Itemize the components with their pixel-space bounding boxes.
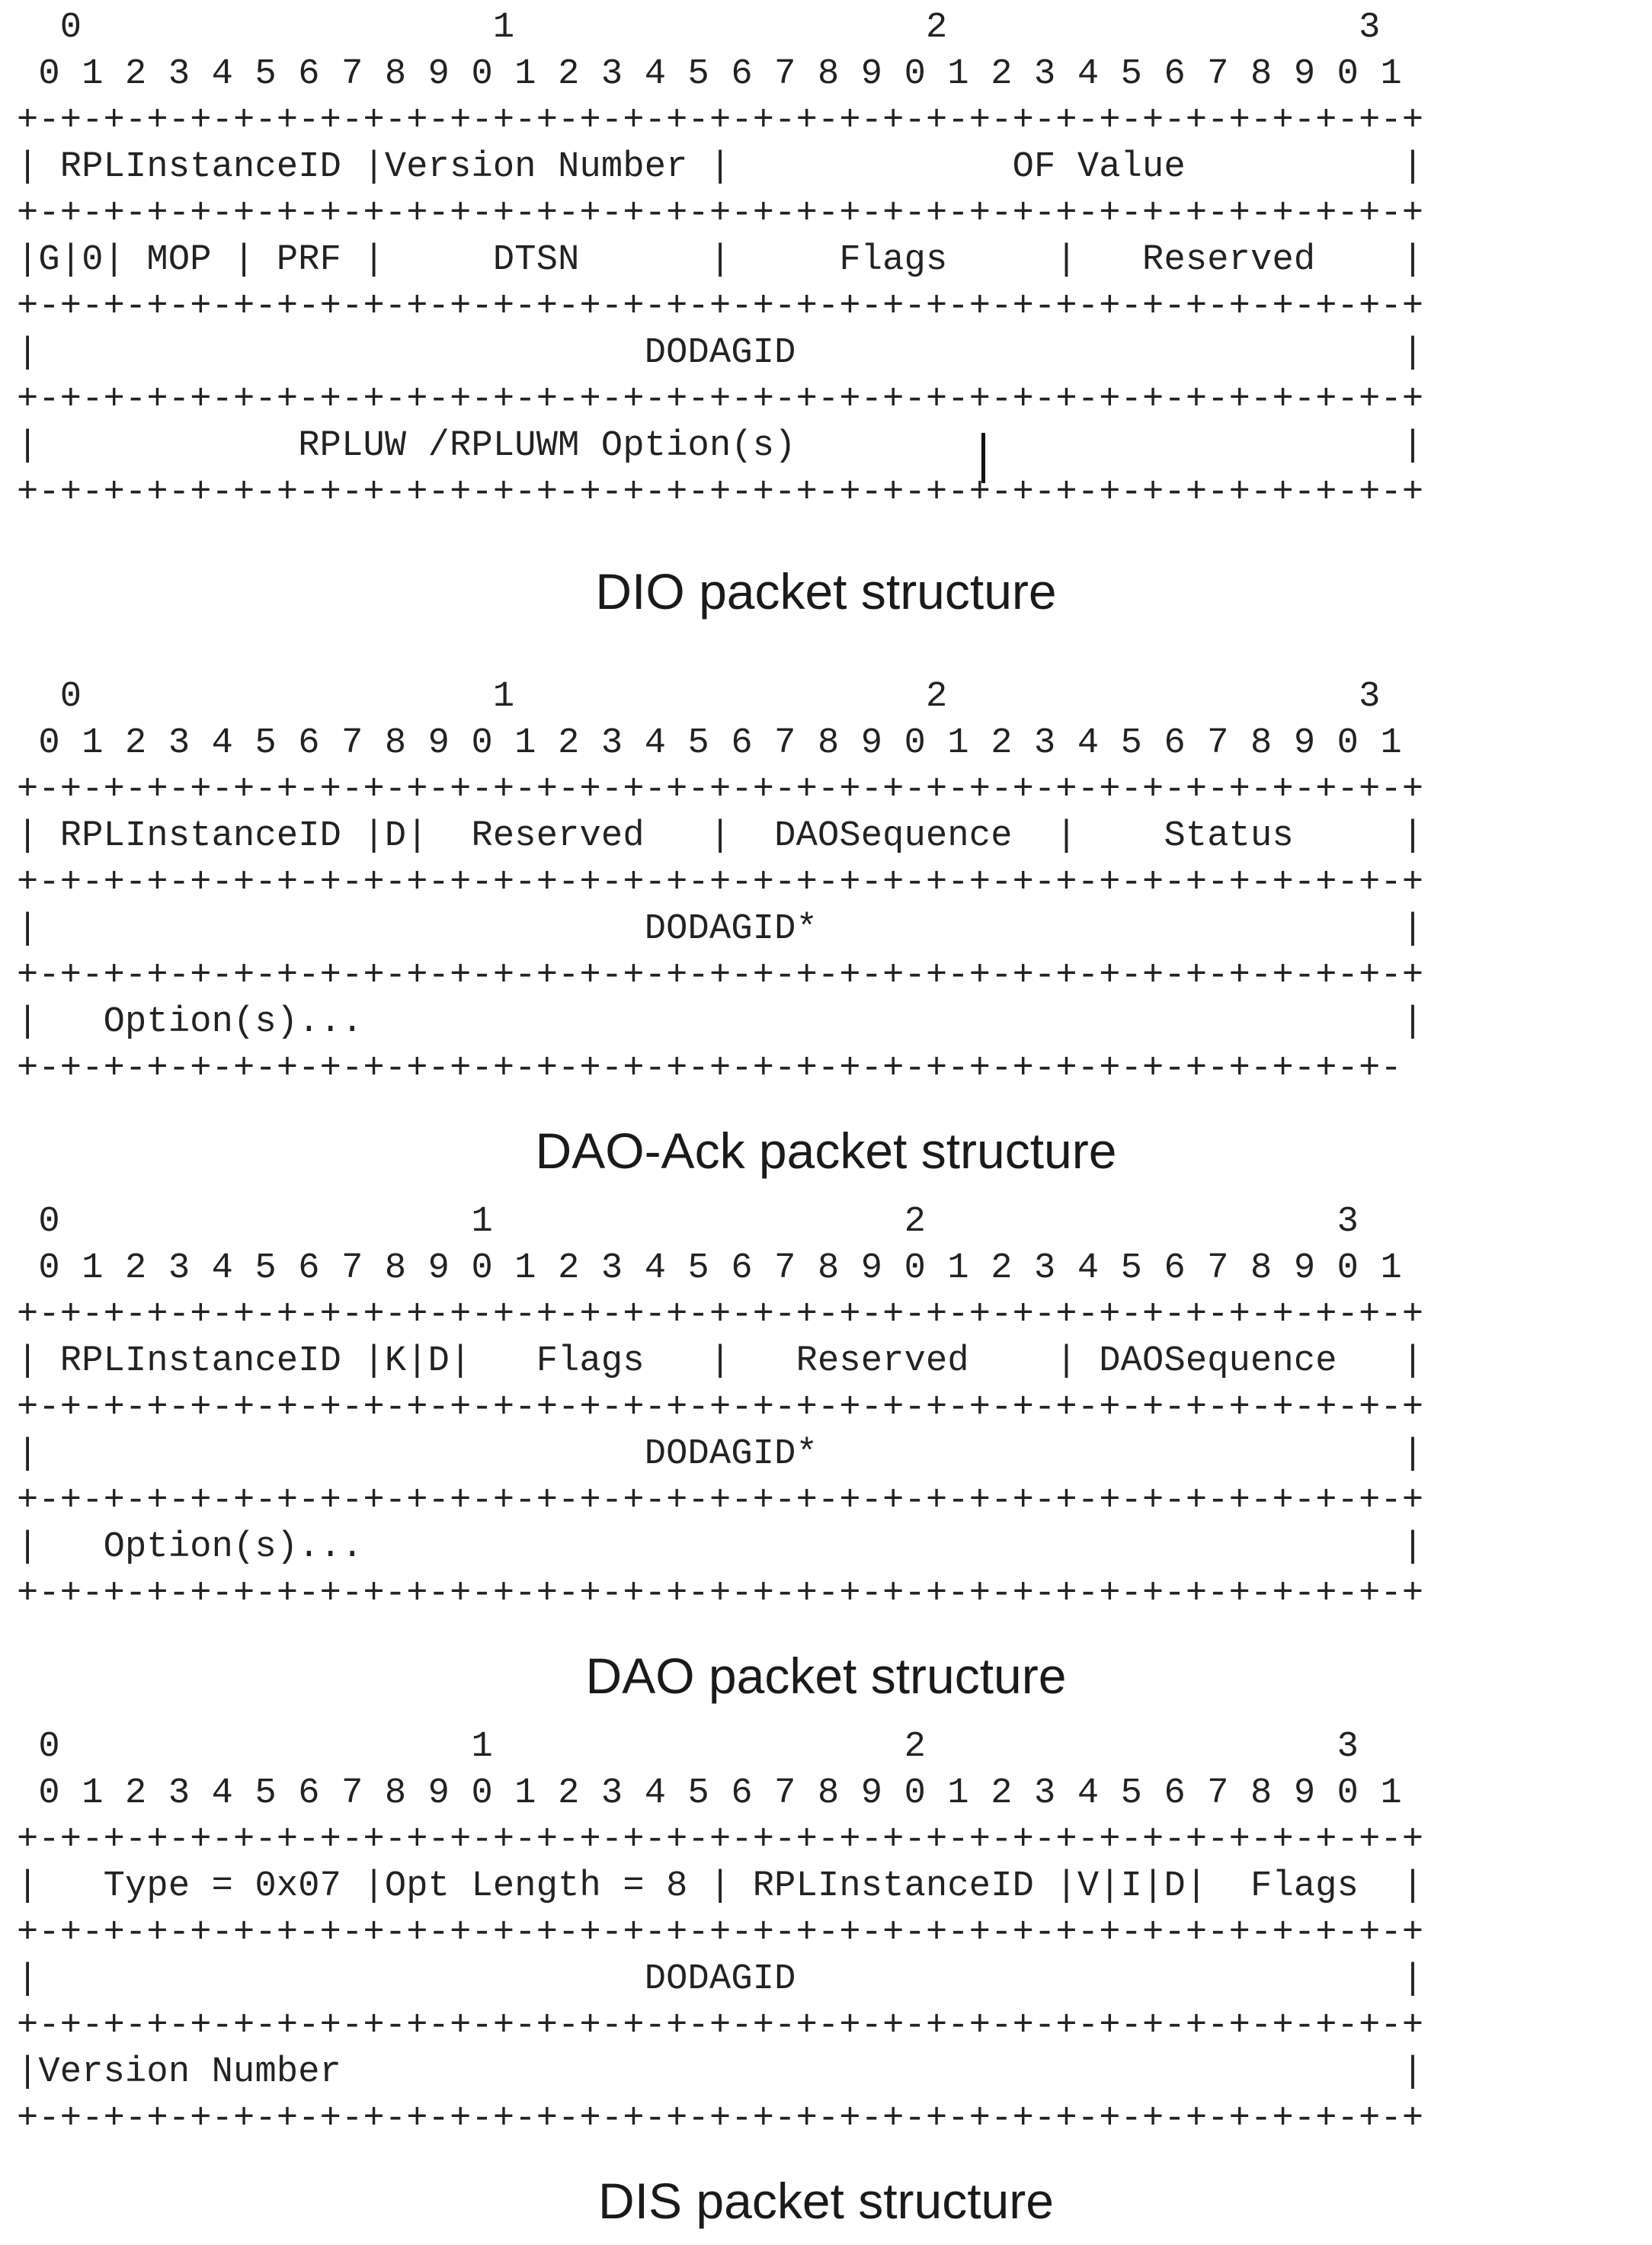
dao-row-dodagid: | DODAGID* | bbox=[17, 1434, 1424, 1475]
dao-border: +-+-+-+-+-+-+-+-+-+-+-+-+-+-+-+-+-+-+-+-… bbox=[17, 1295, 1424, 1335]
field-divider-mark bbox=[981, 433, 985, 483]
dio-row-dodagid: | DODAGID | bbox=[17, 333, 1424, 373]
dao-border: +-+-+-+-+-+-+-+-+-+-+-+-+-+-+-+-+-+-+-+-… bbox=[17, 1481, 1424, 1521]
dis-border: +-+-+-+-+-+-+-+-+-+-+-+-+-+-+-+-+-+-+-+-… bbox=[17, 2099, 1424, 2139]
dis-diagram: 0 1 2 3 0 1 2 3 4 5 6 7 8 9 0 1 2 3 4 5 … bbox=[17, 1724, 1635, 2142]
dao-ack-row-dodagid: | DODAGID* | bbox=[17, 909, 1424, 950]
dao-ack-row-options: | Option(s)... | bbox=[17, 1002, 1424, 1042]
dao-bit-header-units: 0 1 2 3 4 5 6 7 8 9 0 1 2 3 4 5 6 7 8 9 … bbox=[17, 1248, 1402, 1289]
dao-ack-border: +-+-+-+-+-+-+-+-+-+-+-+-+-+-+-+-+-+-+-+-… bbox=[17, 863, 1424, 903]
dao-border: +-+-+-+-+-+-+-+-+-+-+-+-+-+-+-+-+-+-+-+-… bbox=[17, 1388, 1424, 1428]
dao-ack-bit-header-units: 0 1 2 3 4 5 6 7 8 9 0 1 2 3 4 5 6 7 8 9 … bbox=[17, 723, 1402, 764]
dis-row-dodagid: | DODAGID | bbox=[17, 1959, 1424, 2000]
dao-row-1: | RPLInstanceID |K|D| Flags | Reserved |… bbox=[17, 1341, 1424, 1382]
dio-bit-header-units: 0 1 2 3 4 5 6 7 8 9 0 1 2 3 4 5 6 7 8 9 … bbox=[17, 54, 1402, 94]
dao-bit-header-tens: 0 1 2 3 bbox=[17, 1202, 1359, 1242]
dao-ack-row-1: | RPLInstanceID |D| Reserved | DAOSequen… bbox=[17, 816, 1424, 857]
dis-border: +-+-+-+-+-+-+-+-+-+-+-+-+-+-+-+-+-+-+-+-… bbox=[17, 2006, 1424, 2046]
dis-row-version: |Version Number | bbox=[17, 2052, 1424, 2093]
dio-border: +-+-+-+-+-+-+-+-+-+-+-+-+-+-+-+-+-+-+-+-… bbox=[17, 101, 1424, 141]
dis-caption: DIS packet structure bbox=[598, 2173, 1054, 2229]
dio-row-1: | RPLInstanceID |Version Number | OF Val… bbox=[17, 147, 1424, 187]
dis-border: +-+-+-+-+-+-+-+-+-+-+-+-+-+-+-+-+-+-+-+-… bbox=[17, 1820, 1424, 1860]
dao-caption: DAO packet structure bbox=[585, 1648, 1067, 1704]
dao-ack-bit-header-tens: 0 1 2 3 bbox=[17, 677, 1381, 717]
dio-row-options: | RPLUW /RPLUWM Option(s) | bbox=[17, 426, 1424, 466]
dio-border: +-+-+-+-+-+-+-+-+-+-+-+-+-+-+-+-+-+-+-+-… bbox=[17, 287, 1424, 327]
dao-border: +-+-+-+-+-+-+-+-+-+-+-+-+-+-+-+-+-+-+-+-… bbox=[17, 1574, 1424, 1614]
dio-bit-header-tens: 0 1 2 3 bbox=[17, 8, 1381, 48]
dao-ack-border: +-+-+-+-+-+-+-+-+-+-+-+-+-+-+-+-+-+-+-+-… bbox=[17, 770, 1424, 810]
dao-diagram: 0 1 2 3 0 1 2 3 4 5 6 7 8 9 0 1 2 3 4 5 … bbox=[17, 1199, 1635, 1617]
dis-bit-header-units: 0 1 2 3 4 5 6 7 8 9 0 1 2 3 4 5 6 7 8 9 … bbox=[17, 1773, 1402, 1814]
dis-border: +-+-+-+-+-+-+-+-+-+-+-+-+-+-+-+-+-+-+-+-… bbox=[17, 1913, 1424, 1953]
dio-caption: DIO packet structure bbox=[595, 563, 1057, 620]
dao-ack-border: +-+-+-+-+-+-+-+-+-+-+-+-+-+-+-+-+-+-+-+-… bbox=[17, 1049, 1402, 1089]
dio-row-2: |G|0| MOP | PRF | DTSN | Flags | Reserve… bbox=[17, 240, 1424, 280]
dio-diagram: 0 1 2 3 0 1 2 3 4 5 6 7 8 9 0 1 2 3 4 5 … bbox=[17, 5, 1635, 516]
dao-ack-diagram: 0 1 2 3 0 1 2 3 4 5 6 7 8 9 0 1 2 3 4 5 … bbox=[17, 674, 1635, 1092]
dao-ack-caption: DAO-Ack packet structure bbox=[535, 1122, 1117, 1179]
dao-ack-border: +-+-+-+-+-+-+-+-+-+-+-+-+-+-+-+-+-+-+-+-… bbox=[17, 956, 1424, 996]
dio-border: +-+-+-+-+-+-+-+-+-+-+-+-+-+-+-+-+-+-+-+-… bbox=[17, 380, 1424, 420]
dis-row-1: | Type = 0x07 |Opt Length = 8 | RPLInsta… bbox=[17, 1866, 1424, 1907]
dis-bit-header-tens: 0 1 2 3 bbox=[17, 1727, 1359, 1767]
dao-row-options: | Option(s)... | bbox=[17, 1527, 1424, 1568]
dio-border: +-+-+-+-+-+-+-+-+-+-+-+-+-+-+-+-+-+-+-+-… bbox=[17, 194, 1424, 234]
dio-border: +-+-+-+-+-+-+-+-+-+-+-+-+-+-+-+-+-+-+-+-… bbox=[17, 472, 1424, 513]
